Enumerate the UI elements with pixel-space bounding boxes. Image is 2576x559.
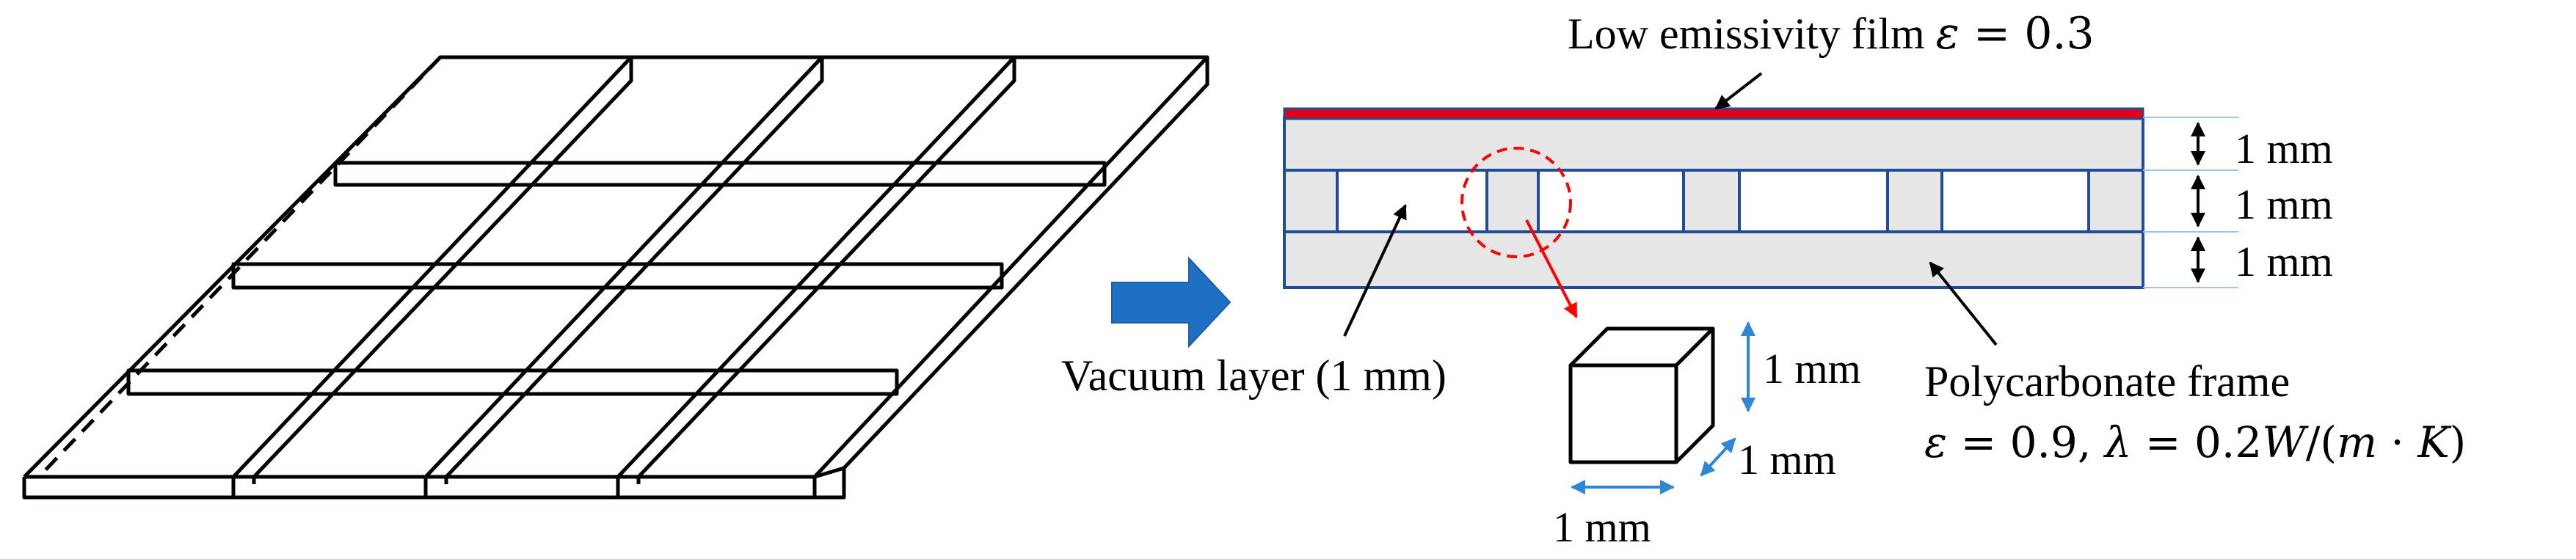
detail-highlight-circle	[1460, 147, 1572, 258]
frame-top-front-edge	[24, 56, 1209, 479]
frame-eps-symbol: ε	[1924, 417, 1948, 467]
cross-section	[1283, 72, 2238, 346]
vacuum-leader	[1343, 204, 1407, 337]
cube-width-label: 1 mm	[1553, 503, 1651, 551]
dim-top-label: 1 mm	[2235, 125, 2333, 172]
frame-unit-open: /(	[2305, 417, 2337, 467]
frame-unit-k: K	[2417, 417, 2450, 467]
low-emissivity-film	[1283, 107, 2144, 120]
top-frame-layer	[1283, 116, 2144, 172]
film-leader	[1714, 72, 1763, 110]
frame-unit-m: m	[2337, 417, 2377, 467]
diagonal-ribs	[231, 56, 1016, 497]
dimension-extension-lines	[2143, 117, 2238, 288]
dim-bottom-label: 1 mm	[2235, 238, 2333, 285]
frame-lambda-value: = 0.2	[2131, 417, 2263, 467]
frame-lambda-symbol: λ	[2104, 417, 2132, 467]
horizontal-ribs	[126, 161, 1107, 396]
frame-unit-dot: ·	[2377, 417, 2418, 467]
frame-name-label: Polycarbonate frame	[1924, 357, 2291, 406]
frame-properties-label: ε = 0.9, λ = 0.2W/(m · K)	[1924, 421, 2466, 464]
cube-depth-label: 1 mm	[1738, 436, 1836, 483]
frame-leader	[1929, 261, 1998, 346]
frame-eps-value: = 0.9,	[1947, 417, 2105, 467]
vacuum-layer-label: Vacuum layer (1 mm)	[1061, 351, 1447, 400]
isometric-grid-panel	[22, 55, 1209, 500]
film-label-symbol: ε	[1935, 8, 1960, 59]
cube-icon	[1568, 326, 1715, 464]
film-label-value: = 0.3	[1959, 8, 2095, 59]
cube-dimension-arrows	[1571, 321, 1755, 494]
frame-unit-close: )	[2449, 417, 2467, 467]
dim-middle-label: 1 mm	[2235, 180, 2333, 228]
frame-outline	[22, 55, 1209, 500]
film-label-text: Low emissivity film	[1568, 10, 1936, 58]
bottom-frame-layer	[1283, 230, 2144, 289]
cube-height-label: 1 mm	[1763, 345, 1861, 392]
right-arrow-icon	[1111, 256, 1231, 348]
highlighted-wall	[1485, 169, 1540, 233]
frame-unit-w: W	[2262, 417, 2306, 467]
film-label: Low emissivity film ε = 0.3	[1568, 12, 2095, 56]
detail-arrow	[1525, 219, 1578, 318]
